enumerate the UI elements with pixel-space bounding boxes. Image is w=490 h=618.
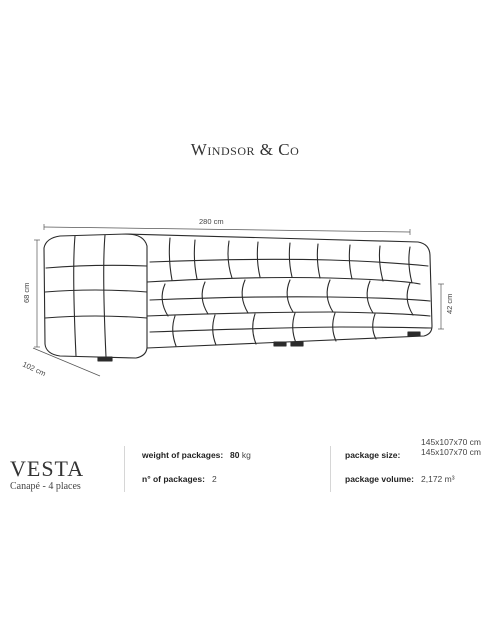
sofa-leg [97,356,113,362]
product-name: VESTA [10,456,85,481]
brand-logo: WINDSOR & CO [190,140,300,159]
divider [330,446,331,492]
sofa-backrest [125,233,433,349]
weight-label: weight of packages: [142,450,224,460]
height-label: 68 cm [22,283,31,303]
width-dimension-line [43,226,411,233]
weight-value: 80 kg [230,450,251,460]
product-subtitle: Canapé - 4 places [10,481,81,492]
depth-dimension-line [32,347,101,377]
sofa-outline [43,233,148,359]
package-volume-label: package volume: [345,474,414,484]
sofa-diagram: 280 cm 68 cm 102 cm 42 cm [21,217,454,379]
seat-height-label: 42 cm [445,294,454,314]
sofa-leg [407,331,421,337]
package-size-value-2: 145x107x70 cm [421,447,482,457]
sofa-leg [273,341,287,347]
package-size-label: package size: [345,450,401,460]
sofa-leg [290,341,304,347]
packages-count-label: n° of packages: [142,474,205,484]
packages-count-value: 2 [212,474,217,484]
package-volume-value: 2,172 m³ [421,474,455,484]
width-label: 280 cm [199,217,224,226]
divider [124,446,125,492]
depth-label: 102 cm [21,360,47,379]
package-size-value-1: 145x107x70 cm [421,437,482,447]
